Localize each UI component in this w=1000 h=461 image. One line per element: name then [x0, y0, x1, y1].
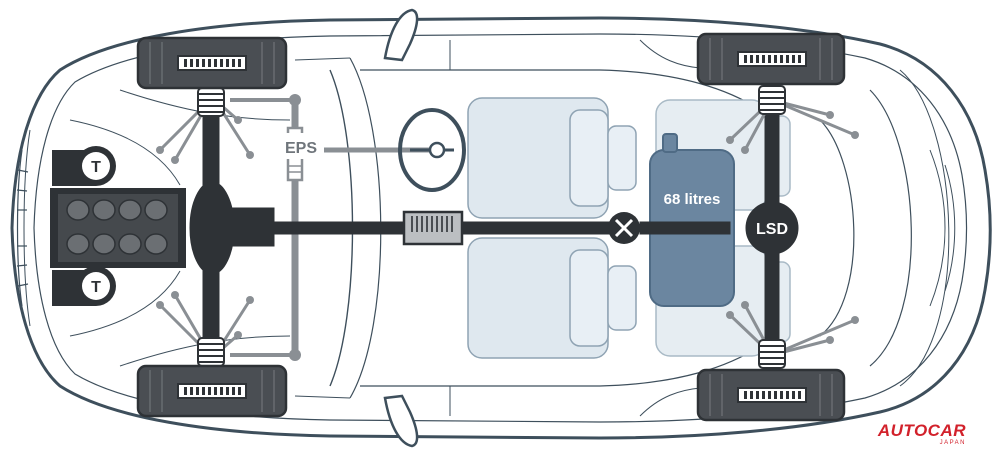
seats — [467, 97, 791, 359]
turbo-top: T — [52, 146, 116, 186]
steering-wheel-icon — [398, 108, 466, 192]
front-seat-right — [467, 237, 637, 359]
mirror-bottom — [383, 394, 419, 448]
spring-front-top — [197, 87, 225, 117]
universal-joint-icon — [608, 212, 640, 244]
fuel-tank: 68 litres — [649, 133, 735, 307]
fuel-tank-label: 68 litres — [664, 191, 721, 208]
drivetrain — [189, 107, 799, 349]
spring-rear-top — [758, 85, 786, 115]
front-seat-left — [467, 97, 637, 219]
engine-block — [50, 188, 186, 268]
wheel-rear-bottom — [696, 368, 846, 422]
brand-logo-sub: JAPAN — [939, 440, 966, 446]
wheel-front-top — [136, 36, 288, 90]
suspension-bushings — [156, 111, 859, 344]
turbo-bottom: T — [52, 266, 116, 306]
wheel-front-bottom — [136, 364, 288, 418]
lsd-unit — [745, 201, 799, 255]
spring-front-bottom — [197, 337, 225, 367]
propshaft-bearing — [402, 210, 464, 246]
wheels — [136, 32, 846, 422]
brand-logo: AUTOCAR JAPAN — [878, 422, 966, 446]
turbo-bottom-label: T — [91, 279, 101, 296]
side-mirrors — [383, 8, 419, 448]
turbo-top-label: T — [91, 159, 101, 176]
wheel-rear-top — [696, 32, 846, 86]
lsd-label: LSD — [756, 221, 788, 238]
spring-rear-bottom — [758, 339, 786, 369]
eps-label-box: EPS — [278, 133, 324, 159]
eps-label: EPS — [285, 140, 317, 157]
mirror-top — [383, 8, 419, 62]
brand-logo-main: AUTOCAR — [877, 421, 966, 440]
coil-springs — [197, 85, 786, 369]
